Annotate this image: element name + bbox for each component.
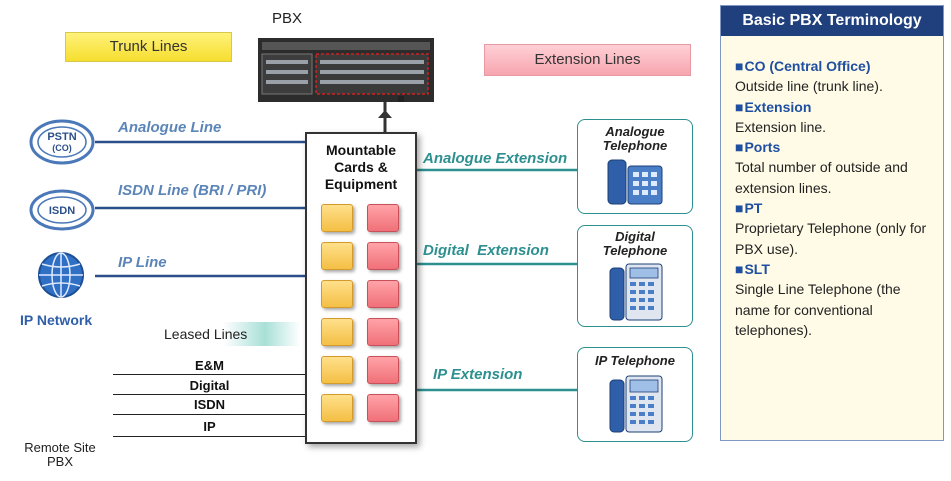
pstn-icon: PSTN (CO): [29, 119, 95, 165]
card-yellow: [321, 242, 353, 270]
term-slt-desc: Single Line Telephone (the name for conv…: [735, 281, 901, 338]
term-ports-desc: Total number of outside and extension li…: [735, 159, 908, 196]
digital-telephone-title: Digital Telephone: [602, 229, 668, 258]
term-pt-desc: Proprietary Telephone (only for PBX use)…: [735, 220, 927, 257]
digital-phone-icon: [609, 263, 663, 321]
panel-title: Mountable Cards & Equipment: [324, 142, 398, 192]
leased-row-ip: IP: [203, 419, 216, 434]
isdn-line-label: ISDN Line (BRI / PRI): [118, 182, 267, 199]
term-ports: Ports: [735, 137, 935, 157]
card-red: [367, 356, 399, 384]
pbx-label: PBX: [272, 10, 303, 27]
remote-pbx-text: PBX: [46, 454, 73, 469]
card-yellow: [321, 204, 353, 232]
card-red: [367, 242, 399, 270]
analogue-phone-icon: [607, 159, 663, 205]
leased-row-digital: Digital: [189, 378, 230, 393]
pbx-unit-image: [258, 38, 434, 102]
isdn-icon-label: ISDN: [49, 205, 75, 217]
terminology-list: CO (Central Office) Outside line (trunk …: [735, 56, 935, 340]
analogue-telephone-box: Analogue Telephone: [577, 119, 693, 214]
card-yellow: [321, 356, 353, 384]
digital-extension-label: Digital Extension: [423, 242, 549, 259]
isdn-icon: ISDN: [29, 189, 95, 231]
term-slt: SLT: [735, 259, 935, 279]
card-yellow: [321, 280, 353, 308]
mountable-cards-panel: Mountable Cards & Equipment: [305, 132, 417, 444]
card-red: [367, 394, 399, 422]
card-red: [367, 204, 399, 232]
card-yellow: [321, 394, 353, 422]
ip-extension-label: IP Extension: [433, 366, 523, 383]
ip-phone-icon: [609, 375, 663, 433]
card-yellow: [321, 318, 353, 346]
ip-telephone-box: IP Telephone: [577, 347, 693, 442]
remote-site-text: Remote Site: [24, 440, 96, 455]
analogue-line-label: Analogue Line: [118, 119, 222, 136]
digital-telephone-box: Digital Telephone: [577, 225, 693, 327]
pstn-icon-label: PSTN: [47, 131, 76, 143]
leased-row-isdn: ISDN: [193, 397, 226, 412]
pstn-icon-sublabel: (CO): [52, 143, 72, 153]
terminology-header: Basic PBX Terminology: [721, 6, 943, 36]
ip-network-label: IP Network: [20, 312, 93, 328]
card-red: [367, 318, 399, 346]
extension-lines-banner: Extension Lines: [484, 44, 691, 76]
globe-icon: [38, 252, 84, 298]
term-pt: PT: [735, 198, 935, 218]
ip-line-label: IP Line: [118, 254, 167, 271]
trunk-lines-banner: Trunk Lines: [65, 32, 232, 62]
remote-site-pbx-label: Remote Site PBX: [20, 441, 100, 469]
term-co-desc: Outside line (trunk line).: [735, 78, 883, 95]
ip-telephone-title: IP Telephone: [595, 353, 675, 368]
term-extension-desc: Extension line.: [735, 118, 827, 135]
analogue-telephone-title: Analogue Telephone: [602, 124, 668, 153]
analogue-extension-label: Analogue Extension: [423, 150, 568, 167]
leased-row-em: E&M: [195, 358, 224, 373]
leased-lines-label: Leased Lines: [164, 326, 248, 342]
card-red: [367, 280, 399, 308]
term-extension: Extension: [735, 97, 935, 117]
terminology-panel: Basic PBX Terminology CO (Central Office…: [720, 5, 944, 441]
term-co: CO (Central Office): [735, 56, 935, 76]
